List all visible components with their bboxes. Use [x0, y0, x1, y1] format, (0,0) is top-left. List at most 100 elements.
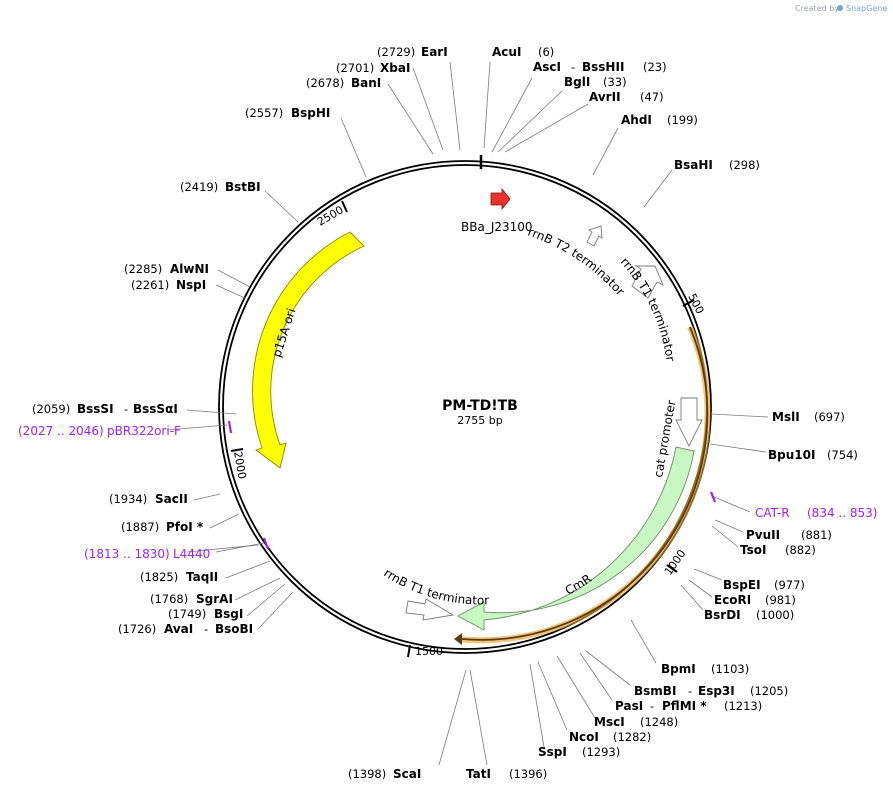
- enzyme-mscI[interactable]: MscI (1248): [594, 715, 678, 729]
- svg-text:-: -: [688, 684, 692, 698]
- enzyme-bpu10I[interactable]: Bpu10I (754): [768, 448, 858, 462]
- enzyme-sacII[interactable]: (1934) SacII: [109, 492, 188, 506]
- svg-text:(1213): (1213): [724, 699, 762, 713]
- svg-text:(1934): (1934): [109, 492, 147, 506]
- enzyme-avrII[interactable]: AvrII (47): [589, 90, 664, 104]
- svg-text:(2701): (2701): [336, 61, 374, 75]
- svg-text:(1000): (1000): [756, 608, 794, 622]
- p15a-ori-arrow[interactable]: [252, 231, 365, 469]
- enzyme-banI[interactable]: (2678) BanI: [306, 76, 381, 90]
- svg-text:BsgI: BsgI: [214, 607, 243, 621]
- enzyme-ascI[interactable]: AscI - BssHII (23): [533, 60, 667, 74]
- enzyme-xbaI[interactable]: (2701) XbaI: [336, 61, 410, 75]
- enzyme-bsssI[interactable]: (2059) BssSI - BssSαI: [32, 402, 178, 416]
- svg-text:BanI: BanI: [351, 76, 381, 90]
- cat-promoter-arrow[interactable]: [675, 397, 703, 448]
- rrnb-t1-terminator-arrow[interactable]: [631, 265, 664, 299]
- svg-text:PfoI *: PfoI *: [166, 520, 204, 534]
- svg-text:(981): (981): [765, 593, 796, 607]
- svg-text:AhdI: AhdI: [621, 113, 652, 127]
- enzyme-taqII[interactable]: (1825) TaqII: [140, 570, 218, 584]
- snapgene-watermark: Created by SnapGene: [795, 4, 887, 13]
- enzyme-ecorI[interactable]: EcoRI (981): [714, 593, 796, 607]
- rrnb-t1-terminator-lower-arrow[interactable]: [405, 598, 455, 621]
- enzyme-earI[interactable]: (2729) EarI: [377, 45, 448, 59]
- svg-text:(2557): (2557): [245, 106, 283, 120]
- bba-j23100-promoter-arrow[interactable]: [490, 187, 511, 211]
- svg-text:EarI: EarI: [421, 45, 448, 59]
- enzyme-bsrdI[interactable]: BsrDI (1000): [704, 608, 794, 622]
- enzyme-pvuII[interactable]: PvuII (881): [746, 528, 832, 542]
- svg-text:(1813 .. 1830): (1813 .. 1830): [84, 547, 170, 561]
- enzyme-mslI[interactable]: MslI (697): [772, 410, 845, 424]
- tick-1000: 1000: [662, 547, 689, 577]
- svg-text:(882): (882): [785, 543, 816, 557]
- enzyme-bsgI[interactable]: (1749) BsgI: [168, 607, 243, 621]
- enzyme-sspI[interactable]: SspI (1293): [538, 745, 620, 759]
- primer-mark-cat-r: [709, 491, 717, 503]
- enzyme-bstbI[interactable]: (2419) BstBI: [180, 180, 261, 194]
- svg-text:PflMI *: PflMI *: [662, 699, 707, 713]
- enzyme-tatI[interactable]: TatI (1396): [466, 767, 547, 781]
- svg-text:SacII: SacII: [155, 492, 188, 506]
- svg-text:NcoI: NcoI: [569, 730, 599, 744]
- tick-label-1500: 1500: [415, 645, 443, 658]
- enzyme-avaI[interactable]: (1726) AvaI - BsoBI: [118, 622, 253, 636]
- svg-text:BstBI: BstBI: [225, 180, 261, 194]
- tick-500: 500: [682, 291, 706, 316]
- svg-text:BspHI: BspHI: [291, 106, 330, 120]
- enzyme-tsoI[interactable]: TsoI (882): [740, 543, 816, 557]
- bba-j23100-label: BBa_J23100: [461, 220, 533, 234]
- primer-pbr322ori-f[interactable]: (2027 .. 2046) pBR322ori-F: [18, 424, 181, 438]
- orf-line[interactable]: [461, 326, 709, 641]
- svg-text:AvaI: AvaI: [164, 622, 193, 636]
- svg-text:(1293): (1293): [582, 745, 620, 759]
- svg-text:(2027 .. 2046): (2027 .. 2046): [18, 424, 104, 438]
- svg-text:(1398): (1398): [348, 767, 386, 781]
- svg-text:MslI: MslI: [772, 410, 800, 424]
- cmr-gene-arrow[interactable]: [457, 446, 695, 631]
- rrnb-t2-terminator-arrow[interactable]: [586, 225, 603, 247]
- tick-label-2000: 2000: [231, 450, 249, 480]
- enzyme-bsahI[interactable]: BsaHI (298): [674, 158, 760, 172]
- svg-text:BssSI: BssSI: [77, 402, 114, 416]
- svg-text:XbaI: XbaI: [380, 61, 410, 75]
- enzyme-bsmbI[interactable]: BsmBI - Esp3I (1205): [634, 684, 788, 698]
- enzyme-acuI[interactable]: AcuI (6): [492, 45, 554, 59]
- enzyme-scaI[interactable]: (1398) ScaI: [348, 767, 421, 781]
- svg-text:AvrII: AvrII: [589, 90, 621, 104]
- enzyme-bpmI[interactable]: BpmI (1103): [661, 662, 749, 676]
- enzyme-bspeI[interactable]: BspEI (977): [723, 578, 805, 592]
- enzyme-nspI[interactable]: (2261) NspI: [131, 278, 206, 292]
- svg-text:-: -: [650, 699, 654, 713]
- enzyme-pfoI[interactable]: (1887) PfoI *: [121, 520, 204, 534]
- svg-text:(1396): (1396): [509, 767, 547, 781]
- svg-text:(23): (23): [643, 60, 667, 74]
- svg-text:Bpu10I: Bpu10I: [768, 448, 815, 462]
- svg-text:BspEI: BspEI: [723, 578, 761, 592]
- tick-label-1000: 1000: [662, 547, 689, 577]
- svg-text:BsaHI: BsaHI: [674, 158, 713, 172]
- primer-cat-r[interactable]: CAT-R (834 .. 853): [755, 506, 877, 520]
- enzyme-sgraI[interactable]: (1768) SgrAI: [150, 592, 233, 606]
- enzyme-ncoI[interactable]: NcoI (1282): [569, 730, 651, 744]
- svg-text:(2729): (2729): [377, 45, 415, 59]
- svg-text:AscI: AscI: [533, 60, 561, 74]
- primer-mark-pbr322ori-f: [227, 420, 233, 434]
- svg-text:(697): (697): [814, 410, 845, 424]
- enzyme-pasI[interactable]: PasI - PflMI * (1213): [615, 699, 762, 713]
- svg-text:MscI: MscI: [594, 715, 625, 729]
- enzyme-ahdI[interactable]: AhdI (199): [621, 113, 698, 127]
- enzyme-bsphI[interactable]: (2557) BspHI: [245, 106, 330, 120]
- enzyme-alwnI[interactable]: (2285) AlwNI: [124, 262, 209, 276]
- svg-text:PasI: PasI: [615, 699, 643, 713]
- svg-text:(2261): (2261): [131, 278, 169, 292]
- svg-text:EcoRI: EcoRI: [714, 593, 751, 607]
- enzyme-bglI[interactable]: BglI (33): [564, 75, 627, 89]
- svg-text:(1726): (1726): [118, 622, 156, 636]
- svg-text:BpmI: BpmI: [661, 662, 696, 676]
- leader-lines: [166, 61, 769, 766]
- svg-text:CAT-R: CAT-R: [755, 506, 790, 520]
- svg-text:(1248): (1248): [640, 715, 678, 729]
- primer-l4440[interactable]: (1813 .. 1830) L4440: [84, 547, 210, 561]
